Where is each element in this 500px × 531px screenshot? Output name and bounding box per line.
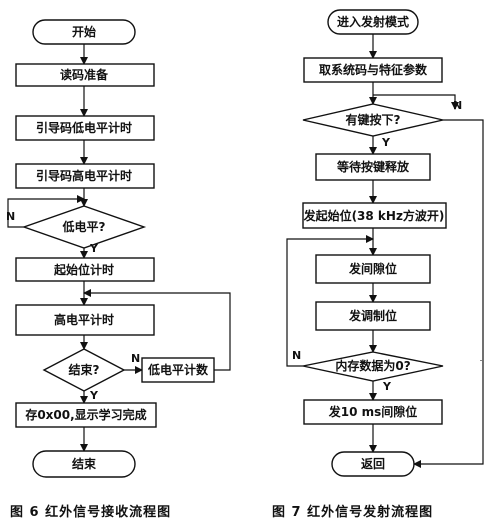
fig6-low-count-text: 低电平计数 — [147, 362, 209, 377]
fig6-is-low-decision — [21, 205, 147, 249]
fig7-key-pressed-decision — [302, 103, 444, 137]
fig7-key-pressed-yes-label: Y — [381, 136, 391, 149]
fig7-send-10ms-box — [303, 399, 443, 425]
fig7-send-mod-box — [315, 301, 431, 331]
fig6-prepare-text: 读码准备 — [60, 67, 109, 82]
fig6-is-end-decision — [42, 348, 126, 392]
fig7-wait-release-box — [315, 153, 431, 181]
fig7-caption: 图 7 红外信号发射流程图 — [272, 504, 433, 520]
fig7-enter-terminal — [327, 9, 419, 35]
fig6-end-text: 结束 — [72, 456, 97, 471]
fig7-send-start-box — [302, 202, 447, 229]
fig6-start-bit-box — [15, 257, 155, 282]
fig7-send-gap-box — [315, 254, 431, 284]
fig7-send-10ms-text: 发10 ms间隙位 — [328, 404, 418, 419]
fig6-is-end-yes-label: Y — [89, 389, 99, 402]
fig7-wait-release-text: 等待按键释放 — [336, 159, 410, 174]
fig6-is-low-text: 低电平? — [62, 219, 106, 234]
fig6-start-terminal — [32, 19, 136, 45]
fig6-prepare-box — [15, 63, 155, 87]
fig6-lead-high-box — [15, 163, 155, 189]
fig7-fetch-box — [303, 57, 443, 83]
fig7-connectors — [286, 34, 484, 468]
fig6-high-timer-box — [15, 304, 155, 336]
fig6-end-terminal — [32, 450, 136, 478]
fig7-send-mod-text: 发调制位 — [348, 308, 397, 323]
fig7-enter-text: 进入发射模式 — [337, 14, 409, 29]
fig6-store-box — [15, 402, 157, 428]
fig6-high-timer-text: 高电平计时 — [54, 312, 114, 327]
fig7-send-start-text: 发起始位(38 kHz方波开) — [303, 208, 445, 223]
fig7-transmit-flowchart: 进入发射模式 取系统码与特征参数 有键按下? N Y 等待按键释放 发起始位(3… — [272, 9, 484, 520]
fig7-return-terminal — [331, 451, 415, 477]
fig6-is-end-no-label: N — [131, 352, 140, 365]
fig7-key-pressed-no-label: N — [453, 99, 462, 112]
fig7-send-gap-text: 发间隙位 — [348, 261, 397, 276]
fig7-fetch-text: 取系统码与特征参数 — [319, 62, 428, 77]
fig6-is-low-no-label: N — [6, 210, 15, 223]
fig7-return-text: 返回 — [361, 456, 385, 471]
fig6-start-bit-text: 起始位计时 — [53, 262, 114, 277]
fig7-mem-zero-text: 内存数据为0? — [335, 358, 410, 373]
fig6-lead-low-text: 引导码低电平计时 — [36, 120, 132, 135]
fig7-mem-zero-yes-label: Y — [382, 380, 392, 393]
fig7-mem-zero-decision — [302, 351, 444, 382]
fig6-store-text: 存0x00,显示学习完成 — [24, 407, 146, 422]
fig6-lead-low-box — [15, 115, 155, 141]
fig6-is-low-yes-label: Y — [89, 242, 99, 255]
fig6-start-text: 开始 — [72, 24, 96, 39]
fig7-mem-zero-no-label: N — [292, 349, 301, 362]
fig6-low-count-box — [141, 357, 215, 383]
fig6-lead-high-text: 引导码高电平计时 — [36, 168, 132, 183]
fig6-connectors — [7, 44, 231, 452]
fig6-caption: 图 6 红外信号接收流程图 — [10, 504, 171, 520]
fig6-receive-flowchart: 开始 读码准备 引导码低电平计时 引导码高电平计时 低电平? N Y 起始位计时… — [6, 19, 231, 520]
fig6-is-end-text: 结束? — [69, 362, 100, 377]
fig7-key-pressed-text: 有键按下? — [346, 112, 401, 127]
